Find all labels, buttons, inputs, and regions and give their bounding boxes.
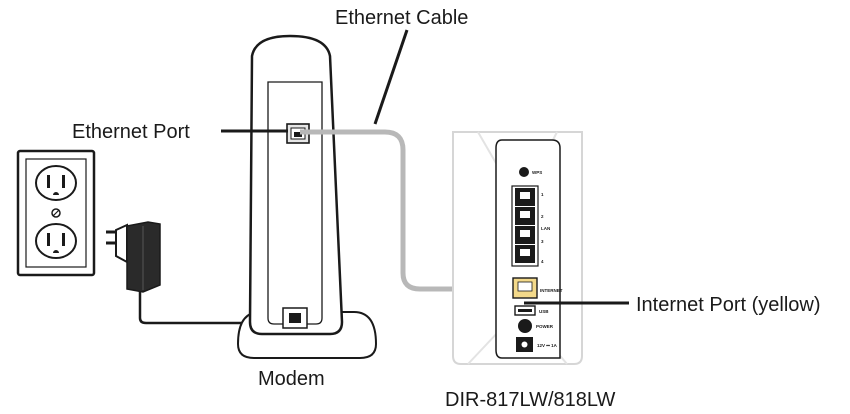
ethernet-cable-leader <box>373 29 409 125</box>
outlet-socket-top <box>35 165 77 201</box>
ethernet-cable-line <box>300 129 522 292</box>
ethernet-cable-label: Ethernet Cable <box>335 7 468 29</box>
router-internet-port <box>512 277 538 299</box>
outlet-socket-bottom <box>35 223 77 259</box>
modem-panel <box>267 81 323 325</box>
usb-label: USB <box>539 309 549 314</box>
modem-power-port <box>282 307 308 329</box>
lan-port-number: 2 <box>541 214 544 219</box>
dc-power-port <box>516 337 533 352</box>
power-cable <box>138 291 300 325</box>
power-label: POWER <box>536 324 554 329</box>
lan-port-2 <box>515 207 535 225</box>
lan-port-1 <box>515 188 535 206</box>
internet-label: INTERNET <box>540 288 563 293</box>
ethernet-port-label: Ethernet Port <box>72 121 190 143</box>
wps-label: WPS <box>532 170 542 175</box>
internet-port-label: Internet Port (yellow) <box>636 294 821 316</box>
power-button-icon <box>518 319 532 333</box>
dc-power-label: 12V ⎓ 1A <box>537 343 558 348</box>
modem <box>236 34 378 359</box>
lan-port-3 <box>515 226 535 244</box>
lan-port-4 <box>515 245 535 263</box>
lan-port-number: 3 <box>541 239 544 244</box>
lan-port-number: 1 <box>541 192 544 197</box>
lan-ports <box>511 185 539 267</box>
router-model-label: DIR-817LW/818LW <box>445 389 616 411</box>
modem-label: Modem <box>258 368 325 390</box>
usb-port <box>514 305 536 316</box>
power-adapter <box>106 221 161 293</box>
wps-button-icon <box>519 167 529 177</box>
lan-port-number: 4 <box>541 259 544 264</box>
lan-label: LAN <box>541 226 550 231</box>
wall-outlet <box>16 149 96 277</box>
router: WPS 1 2 LAN 3 4 INTERNET USB POWER <box>440 126 590 365</box>
outlet-screw <box>51 208 61 218</box>
